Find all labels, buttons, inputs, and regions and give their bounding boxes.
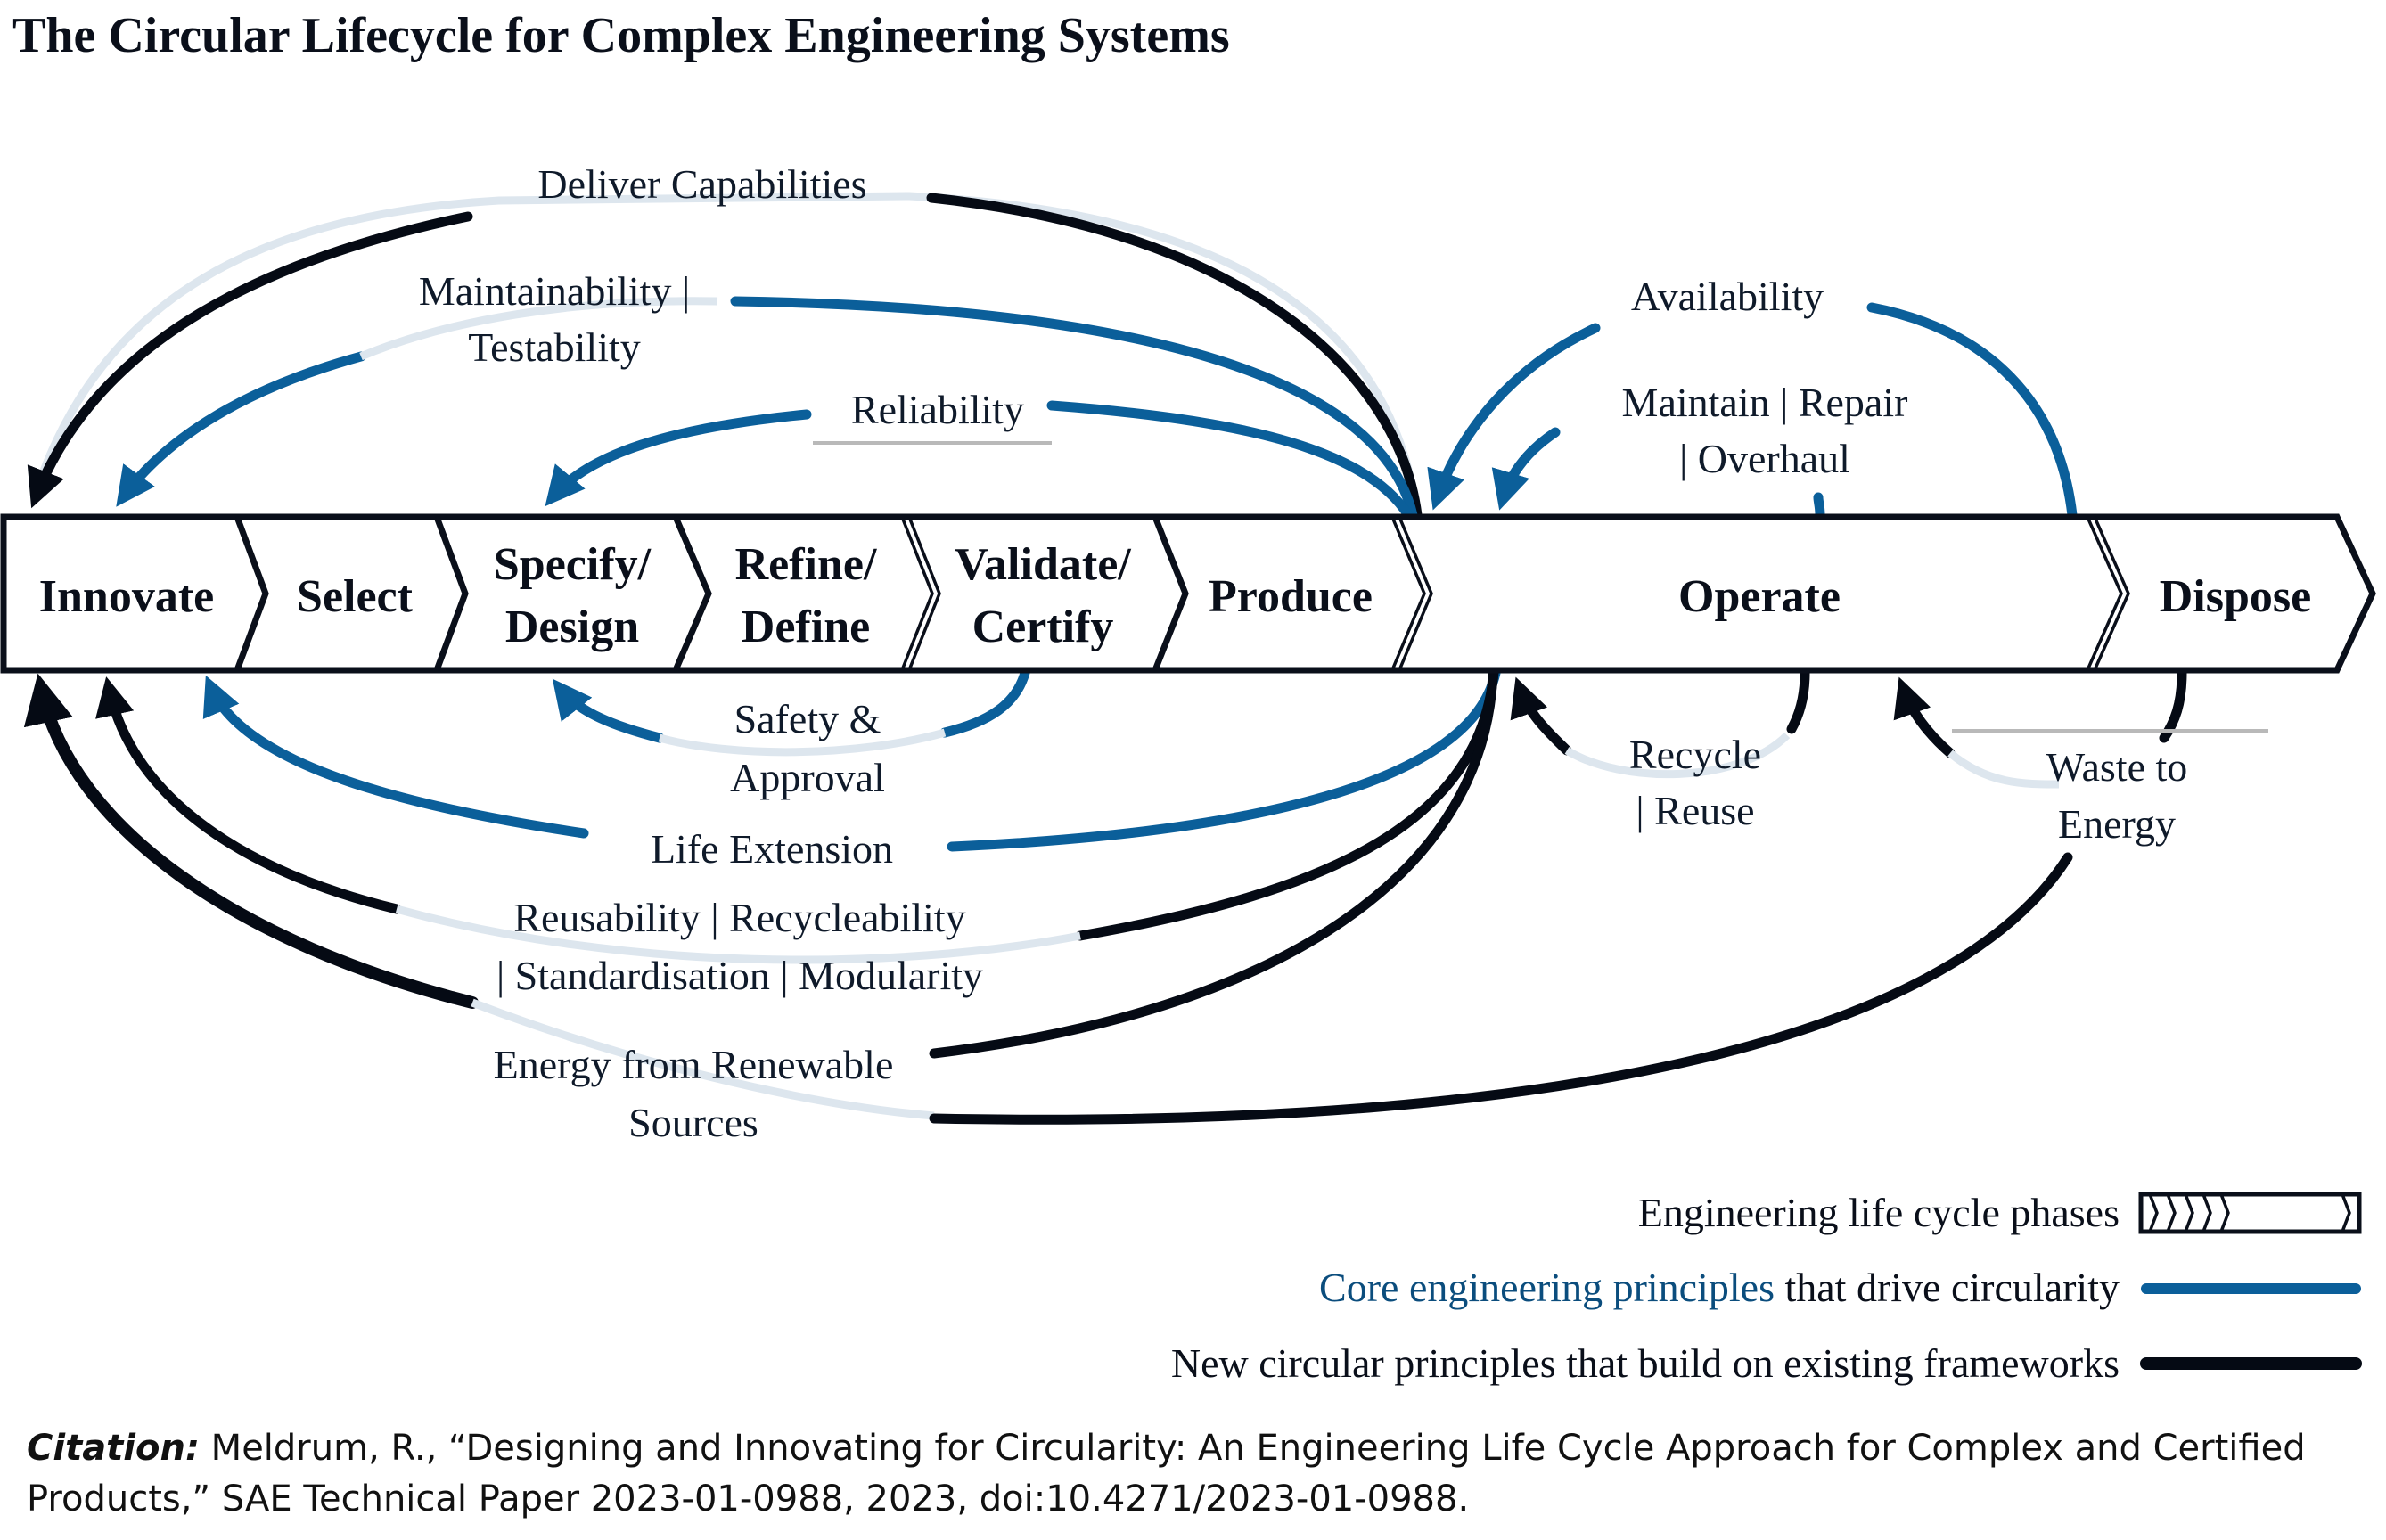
legend-core-prefix: Core engineering principles [1319,1265,1775,1310]
legend-phases-label: Engineering life cycle phases [1638,1190,2120,1235]
phase-specify-line2: Design [505,602,639,652]
legend-core-label: Core engineering principles that drive c… [1319,1265,2120,1310]
label-recycle-line2: | Reuse [1636,788,1754,833]
energy-arc-left [23,673,479,1009]
safety-fade [658,728,947,757]
phase-refine-line1: Refine/ [735,539,877,590]
chevron-validate-produce [1152,515,1189,672]
deliver-capabilities-fade [29,192,1422,518]
legend-new-label: New circular principles that build on ex… [1171,1340,2120,1386]
chevron-select-specify [433,515,469,672]
phase-validate-line2: Certify [972,602,1114,652]
deliver-capabilities-arc-right [926,192,1423,520]
phase-innovate: Innovate [39,571,214,622]
waste-arc-left [1893,676,1956,758]
label-reusability-line2: | Standardisation | Modularity [496,953,983,998]
phase-dispose: Dispose [2160,571,2311,622]
reliability-arc-right [1046,400,1414,520]
citation-label: Citation: [27,1428,200,1469]
loop-labels: Deliver Capabilities Maintainability | T… [419,161,2187,1145]
diagram-title: The Circular Lifecycle for Complex Engin… [12,8,1230,63]
energy-arc-right [929,668,1498,1059]
citation-text-1: Meldrum, R., “Designing and Innovating f… [200,1428,2306,1469]
availability-arc-left [1427,323,1601,511]
chevron-innovate-select [234,515,269,672]
safety-arc-right [939,668,1030,738]
safety-arc-left [552,678,665,743]
label-recycle-line1: Recycle [1629,732,1761,777]
legend-new-suffix: that build on existing frameworks [1556,1340,2120,1386]
legend-new-prefix: New circular principles [1171,1340,1556,1386]
phase-validate-line1: Validate/ [955,539,1131,590]
citation-line1: Citation: Meldrum, R., “Designing and In… [27,1428,2306,1469]
label-waste-line2: Energy [2058,801,2176,847]
loops-above [27,192,2078,520]
maintain-arc-right [1813,492,1825,520]
label-maintainability-line2: Testability [468,324,641,370]
label-maintain-line1: Maintain | Repair [1622,380,1908,425]
waste-long-arc [929,852,2073,1125]
legend-core-suffix: that drive circularity [1775,1265,2120,1310]
chevron-operate-dispose [2086,516,2130,671]
citation: Citation: Meldrum, R., “Designing and In… [27,1428,2306,1520]
label-maintain-line2: | Overhaul [1679,436,1850,481]
label-safety-line1: Safety & [734,696,881,741]
chevron-produce-operate [1390,516,1433,671]
label-energy-line2: Sources [628,1100,758,1145]
chevron-refine-validate [900,516,941,671]
label-safety-line2: Approval [730,755,885,800]
label-maintainability-line1: Maintainability | [419,268,690,314]
energy-fade [471,998,935,1120]
label-energy-line1: Energy from Renewable [494,1042,894,1087]
deliver-capabilities-arc-left [27,211,473,509]
maintainability-arc-left [116,351,366,507]
label-reliability: Reliability [851,387,1024,432]
life-extension-arc-right [947,668,1501,852]
reusability-arc-left [95,676,402,914]
legend-phases-swatch [2138,1192,2362,1234]
reusability-fade [395,905,1081,964]
citation-line2: Products,” SAE Technical Paper 2023-01-0… [27,1479,1469,1520]
label-deliver-capabilities: Deliver Capabilities [537,161,866,207]
waste-arc-right [2159,668,2187,743]
recycle-arc-right [1786,668,1810,734]
phase-produce: Produce [1209,571,1373,622]
maintainability-fade [359,297,718,361]
recycle-arc-left [1510,676,1572,756]
label-life-extension: Life Extension [651,826,893,872]
phase-select: Select [297,571,414,622]
availability-arc-right [1866,302,2078,520]
legend: Engineering life cycle phases Core engin… [1171,1190,2362,1386]
phase-refine-line2: Define [742,602,870,652]
maintain-arc-left [1491,427,1561,511]
phase-bar: Innovate Select Specify/ Design Refine/ … [0,513,2376,674]
life-extension-arc-left [202,675,589,839]
label-availability: Availability [1631,274,1824,319]
maintainability-arc-right [730,296,1418,520]
phase-operate: Operate [1678,571,1841,622]
phase-specify-line1: Specify/ [494,539,652,590]
loops-below [23,668,2268,1125]
chevron-specify-refine [672,515,712,672]
reliability-arc-left [545,409,812,507]
label-waste-line1: Waste to [2046,744,2188,790]
recycle-fade [1564,732,1791,779]
waste-fade [1947,750,2060,789]
label-reusability-line1: Reusability | Recycleability [513,895,965,940]
